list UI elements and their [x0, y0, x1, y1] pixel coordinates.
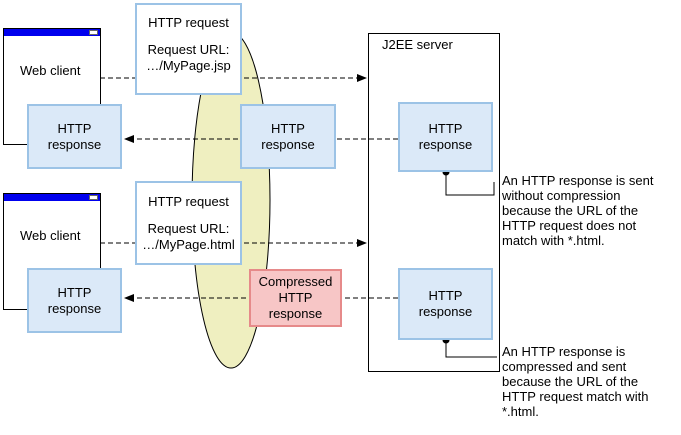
note-line: HTTP request match with — [502, 389, 649, 404]
response-text: HTTP — [428, 288, 463, 303]
request-title-1: HTTP request — [148, 15, 229, 30]
response-text: response — [261, 136, 315, 152]
response-text: response — [47, 300, 102, 316]
server-frame — [368, 33, 500, 372]
web-client-label-2: Web client — [20, 228, 81, 243]
client-response-box-2: HTTP response — [27, 268, 122, 333]
note-line: because the URL of the — [502, 374, 639, 389]
http-request-box-2: HTTP request Request URL: …/MyPage.html — [135, 181, 242, 265]
note-line: because the URL of the — [502, 203, 639, 218]
request-url-label-1: Request URL: — [147, 42, 230, 57]
request-title-2: HTTP request — [148, 194, 229, 209]
compressed-text: HTTP — [278, 290, 313, 305]
note-line: *.html. — [502, 404, 539, 419]
window-titlebar — [4, 29, 100, 36]
annotation-note-1: An HTTP response is sent without compres… — [502, 173, 654, 248]
request-url-1: …/MyPage.jsp — [146, 58, 231, 73]
note-line: An HTTP response is — [502, 344, 626, 359]
response-text: HTTP — [57, 284, 92, 300]
response-text: response — [418, 304, 473, 319]
note-line: match with *.html. — [502, 233, 605, 248]
response-text: response — [418, 137, 473, 152]
callout-line-2 — [445, 340, 497, 358]
response-text: HTTP — [57, 120, 92, 136]
callout-line-1 — [445, 172, 495, 196]
compressed-response-box: Compressed HTTP response — [249, 269, 342, 327]
response-text: response — [47, 136, 102, 152]
client-response-box-1: HTTP response — [27, 104, 122, 169]
request-url-label-2: Request URL: — [147, 221, 230, 236]
response-text: HTTP — [271, 120, 305, 136]
web-client-label-1: Web client — [20, 63, 81, 78]
response-text: HTTP — [428, 121, 463, 136]
note-line: without compression — [502, 188, 621, 203]
server-title: J2EE server — [382, 37, 453, 52]
compressed-text: Compressed — [258, 274, 333, 289]
compressed-text: response — [268, 306, 323, 321]
request-url-2: …/MyPage.html — [142, 237, 235, 252]
window-button-icon — [89, 195, 98, 200]
window-button-icon — [89, 30, 98, 35]
web-client-window-1: Web client — [3, 28, 101, 145]
note-line: compressed and sent — [502, 359, 627, 374]
note-line: HTTP request does not — [502, 218, 637, 233]
server-response-box-1: HTTP response — [398, 102, 493, 172]
filter-response-box-1: HTTP response — [240, 104, 336, 169]
http-request-box-1: HTTP request Request URL: …/MyPage.jsp — [135, 3, 242, 95]
window-titlebar — [4, 194, 100, 201]
server-response-box-2: HTTP response — [398, 268, 493, 340]
note-line: An HTTP response is sent — [502, 173, 654, 188]
annotation-note-2: An HTTP response is compressed and sent … — [502, 344, 648, 419]
